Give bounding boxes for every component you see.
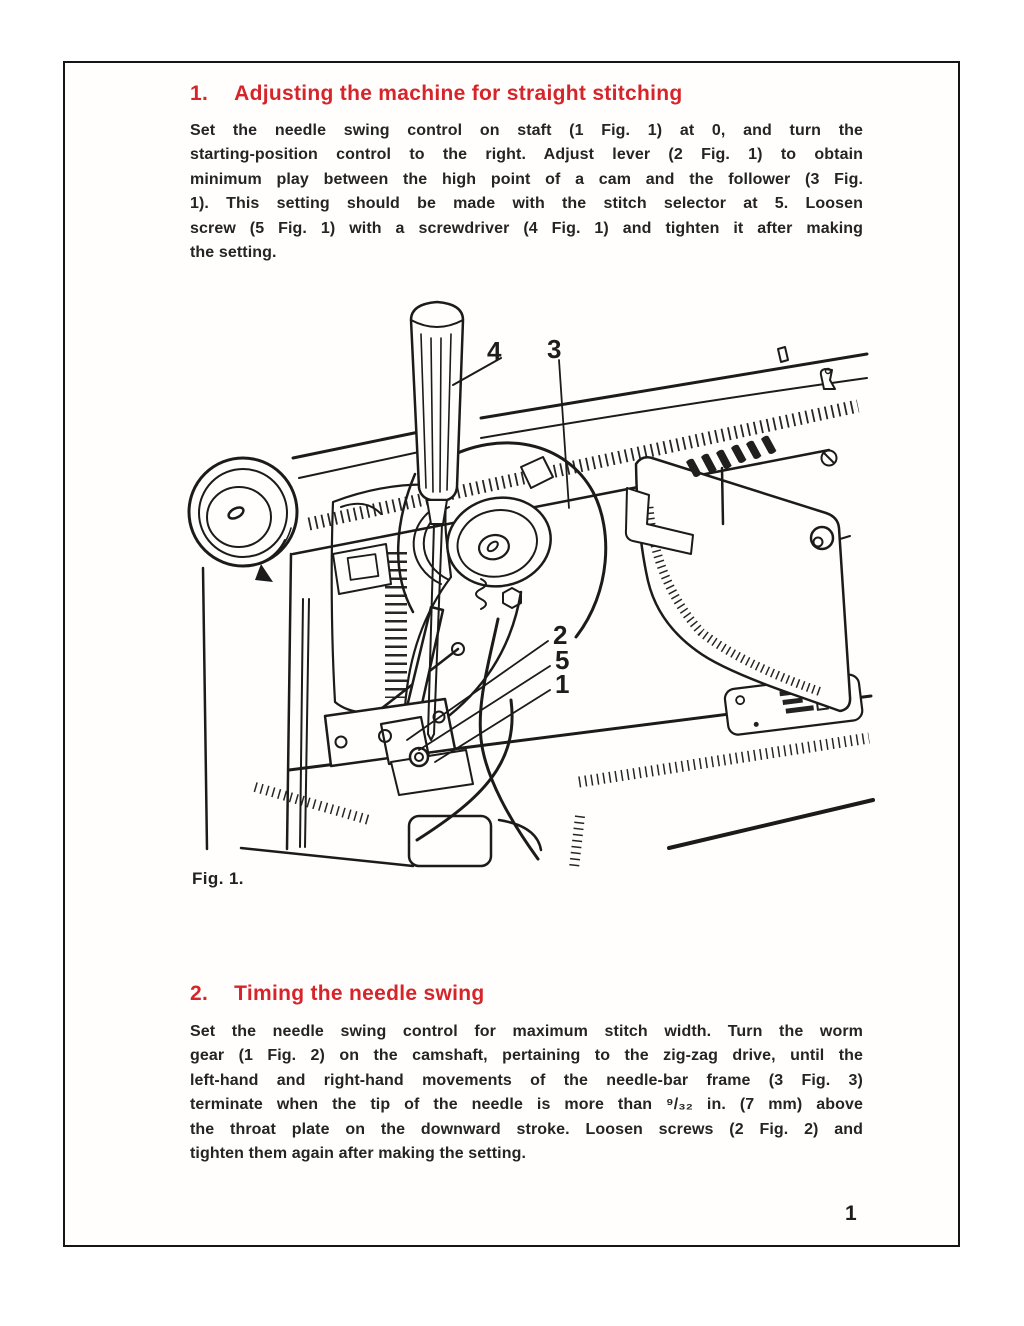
vent-slots	[686, 435, 838, 526]
section-1-number: 1.	[190, 82, 209, 105]
section-2-heading: 2. Timing the needle swing	[190, 982, 485, 1006]
text-line: tighten them again after making the sett…	[190, 1145, 526, 1163]
callout-5: 5	[555, 645, 569, 675]
page-number: 1	[845, 1202, 857, 1225]
text-line: starting-position control to the right. …	[190, 146, 863, 164]
adjusting-lever-assembly	[323, 605, 474, 796]
text-line: Set the needle swing control on staft (1…	[190, 122, 863, 139]
callout-4: 4	[487, 336, 502, 366]
text-line: minimum play between the high point of a…	[190, 170, 863, 188]
callout-1: 1	[555, 669, 569, 699]
side-cover-plate	[624, 456, 852, 713]
callout-3: 3	[547, 334, 561, 364]
machine-arm	[291, 346, 869, 556]
section-2-number: 2.	[190, 982, 209, 1005]
text-line: terminate when the tip of the needle is …	[190, 1096, 863, 1114]
text-line: gear (1 Fig. 2) on the camshaft, pertain…	[190, 1047, 863, 1065]
text-line: Set the needle swing control for maximum…	[190, 1023, 863, 1040]
section-2-body: Set the needle swing control for maximum…	[190, 1020, 863, 1166]
figure-1-illustration: 4 3 2 5 1	[187, 300, 875, 869]
text-line: screw (5 Fig. 1) with a screwdriver (4 F…	[190, 219, 863, 237]
section-1-heading: 1. Adjusting the machine for straight st…	[190, 82, 683, 106]
text-line: the setting.	[190, 244, 277, 262]
section-2-title: Timing the needle swing	[234, 982, 485, 1005]
section-1-title: Adjusting the machine for straight stitc…	[234, 82, 683, 105]
text-line: the throat plate on the downward stroke.…	[190, 1120, 863, 1138]
figure-1-caption: Fig. 1.	[192, 869, 244, 888]
text-line: left-hand and right-hand movements of th…	[190, 1071, 863, 1089]
figure-callout-leader-lines	[406, 357, 570, 763]
callout-2: 2	[553, 620, 567, 650]
balance-wheel	[187, 456, 299, 582]
section-1-body: Set the needle swing control on staft (1…	[190, 119, 863, 265]
screwdriver	[409, 300, 465, 741]
text-line: 1). This setting should be made with the…	[190, 195, 863, 213]
pillar	[201, 552, 310, 851]
